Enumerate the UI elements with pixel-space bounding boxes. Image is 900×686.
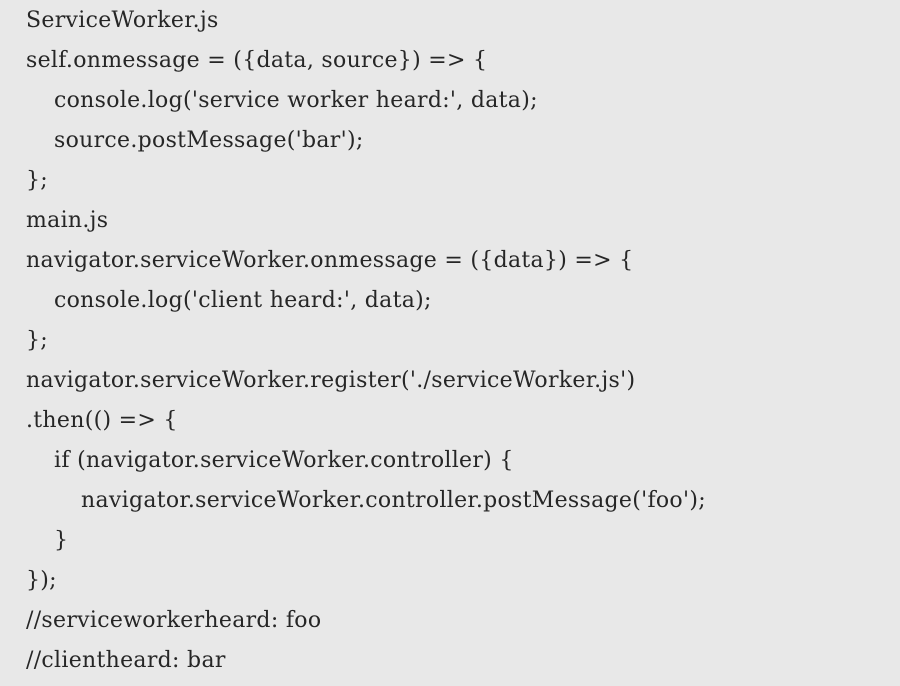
code-line: source.postMessage('bar'); xyxy=(54,128,364,153)
code-line: }); xyxy=(26,568,57,593)
code-line: .then(() => { xyxy=(26,408,178,433)
code-line: navigator.serviceWorker.controller.postM… xyxy=(81,488,706,513)
code-line-file-label: ServiceWorker.js xyxy=(26,8,219,33)
code-line: }; xyxy=(26,328,49,353)
code-line: self.onmessage = ({data, source}) => { xyxy=(26,48,488,73)
code-line: navigator.serviceWorker.onmessage = ({da… xyxy=(26,248,634,273)
code-line: }; xyxy=(26,168,49,193)
code-line-file-label: main.js xyxy=(26,208,109,233)
code-line: } xyxy=(54,528,69,553)
code-comment: //serviceworkerheard: foo xyxy=(26,608,322,633)
code-line: console.log('service worker heard:', dat… xyxy=(54,88,538,113)
code-line: if (navigator.serviceWorker.controller) … xyxy=(54,448,514,473)
code-comment: //clientheard: bar xyxy=(26,648,226,673)
code-line: console.log('client heard:', data); xyxy=(54,288,432,313)
code-line: navigator.serviceWorker.register('./serv… xyxy=(26,368,636,393)
